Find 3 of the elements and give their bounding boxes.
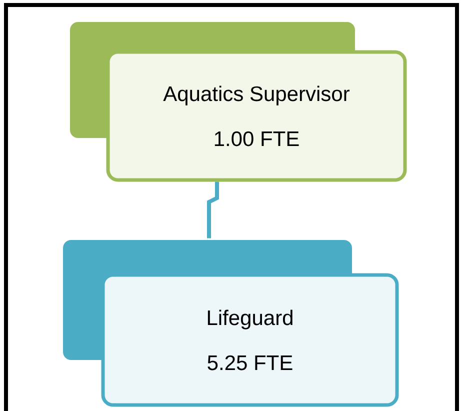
connector-line [207,182,219,238]
org-chart-box: Aquatics Supervisor 1.00 FTE [70,22,407,182]
org-chart-box: Lifeguard 5.25 FTE [63,240,399,407]
